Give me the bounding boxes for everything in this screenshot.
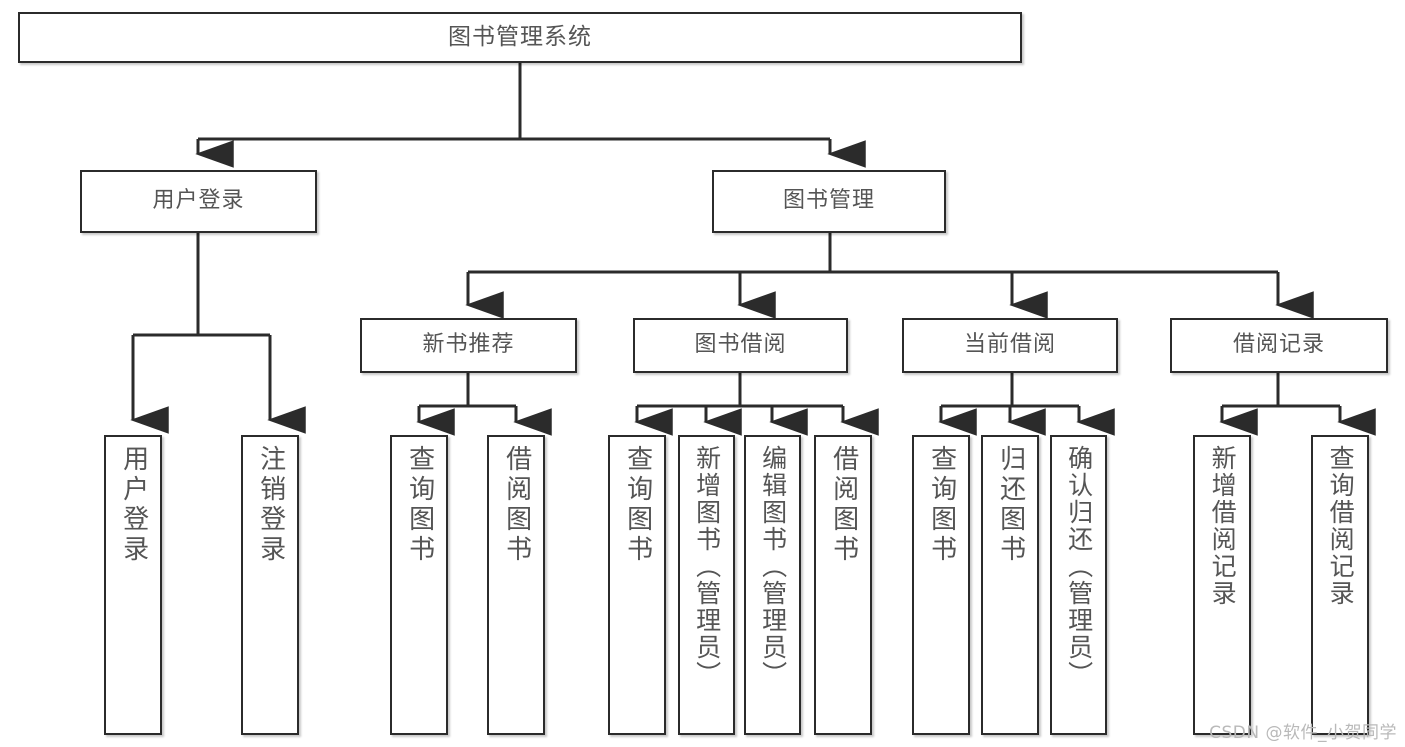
leaf-query-book-book-borrow[interactable]: 查询图书 xyxy=(608,435,666,735)
csdn-watermark: CSDN @软件_小贺同学 xyxy=(1209,723,1397,743)
leaf-query-book-new-book-rec[interactable]: 查询图书 xyxy=(390,435,448,735)
leaf-user-logout[interactable]: 注销登录 xyxy=(241,435,299,735)
node-label: 归还图书 xyxy=(995,445,1026,565)
node-label: 图书管理 xyxy=(782,188,875,214)
leaf-borrow-book-new-book-rec[interactable]: 借阅图书 xyxy=(487,435,545,735)
node-root-book-management-system[interactable]: 图书管理系统 xyxy=(18,12,1022,63)
node-borrow-record[interactable]: 借阅记录 xyxy=(1170,318,1388,373)
leaf-user-login[interactable]: 用户登录 xyxy=(104,435,162,735)
leaf-query-borrow-record[interactable]: 查询借阅记录 xyxy=(1311,435,1369,735)
node-label: 新增图书（管理员） xyxy=(692,445,722,688)
node-label: 编辑图书（管理员） xyxy=(758,445,788,688)
node-label: 借阅记录 xyxy=(1232,332,1325,358)
leaf-confirm-return-admin[interactable]: 确认归还（管理员） xyxy=(1050,435,1107,735)
node-label: 注销登录 xyxy=(255,445,286,565)
leaf-add-borrow-record[interactable]: 新增借阅记录 xyxy=(1193,435,1251,735)
leaf-return-book[interactable]: 归还图书 xyxy=(981,435,1039,735)
node-label: 新增借阅记录 xyxy=(1208,445,1238,607)
node-label: 用户登录 xyxy=(118,445,149,565)
leaf-query-book-current-borrow[interactable]: 查询图书 xyxy=(912,435,970,735)
node-label: 查询图书 xyxy=(622,445,653,565)
node-label: 新书推荐 xyxy=(422,332,515,358)
leaf-add-book-admin[interactable]: 新增图书（管理员） xyxy=(678,435,735,735)
node-label: 查询借阅记录 xyxy=(1326,445,1356,607)
node-label: 图书借阅 xyxy=(694,332,787,358)
node-label: 当前借阅 xyxy=(963,332,1056,358)
node-label: 图书管理系统 xyxy=(448,23,592,50)
node-label: 借阅图书 xyxy=(501,445,532,565)
node-new-book-recommendation[interactable]: 新书推荐 xyxy=(360,318,577,373)
node-label: 查询图书 xyxy=(404,445,435,565)
leaf-edit-book-admin[interactable]: 编辑图书（管理员） xyxy=(744,435,801,735)
node-label: 借阅图书 xyxy=(828,445,859,565)
node-label: 用户登录 xyxy=(152,188,245,214)
node-label: 查询图书 xyxy=(926,445,957,565)
node-user-login[interactable]: 用户登录 xyxy=(80,170,317,233)
node-label: 确认归还（管理员） xyxy=(1064,445,1094,688)
node-book-management[interactable]: 图书管理 xyxy=(712,170,946,233)
node-current-borrow[interactable]: 当前借阅 xyxy=(902,318,1118,373)
node-book-borrow[interactable]: 图书借阅 xyxy=(633,318,848,373)
leaf-borrow-book-book-borrow[interactable]: 借阅图书 xyxy=(814,435,872,735)
